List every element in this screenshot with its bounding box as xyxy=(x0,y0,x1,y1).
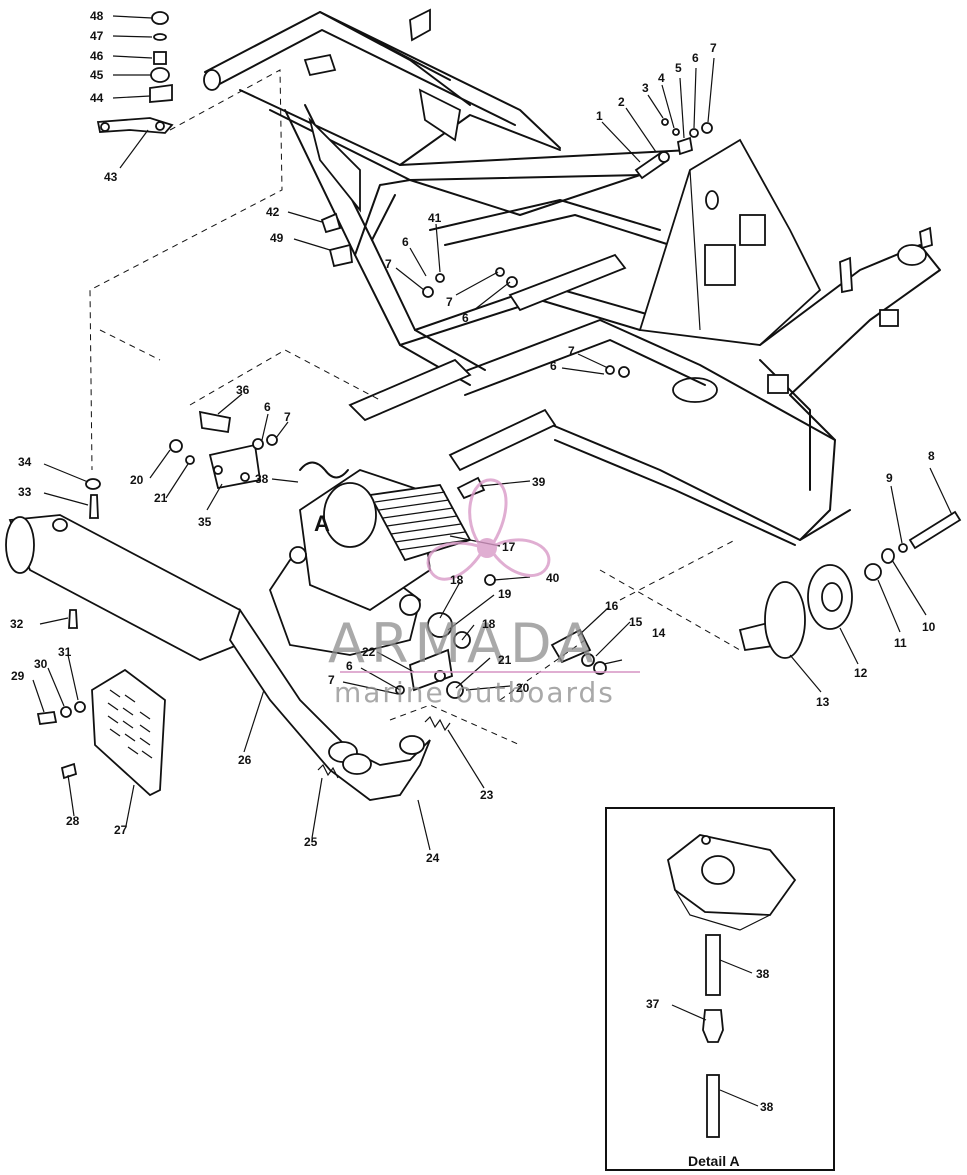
callout-23: 23 xyxy=(480,788,494,802)
detail-a-box xyxy=(605,807,835,1171)
engine-assembly xyxy=(268,469,472,656)
callout-22: 22 xyxy=(362,645,376,659)
callout-5: 5 xyxy=(675,61,682,75)
callout-1: 1 xyxy=(596,109,603,123)
view-letter-a: A xyxy=(314,511,330,536)
callout-29: 29 xyxy=(11,669,25,683)
propeller-logo xyxy=(426,478,551,581)
callout-42: 42 xyxy=(266,205,280,219)
callout-6-f: 6 xyxy=(346,659,353,673)
callout-8: 8 xyxy=(928,449,935,463)
callout-19: 19 xyxy=(498,587,512,601)
callout-40: 40 xyxy=(546,571,560,585)
callout-7-c: 7 xyxy=(568,344,575,358)
detail-a-caption: Detail A xyxy=(688,1153,740,1169)
callout-4: 4 xyxy=(658,71,665,85)
callout-18-a: 18 xyxy=(450,573,464,587)
callout-6-c: 6 xyxy=(550,359,557,373)
callout-7-f: 7 xyxy=(328,673,335,687)
callout-49: 49 xyxy=(270,231,284,245)
callout-18-b: 18 xyxy=(482,617,496,631)
callout-6-e: 6 xyxy=(264,400,271,414)
callout-44: 44 xyxy=(90,91,104,105)
callout-28: 28 xyxy=(66,814,80,828)
callout-32: 32 xyxy=(10,617,24,631)
callout-48: 48 xyxy=(90,9,104,23)
leader-lines xyxy=(32,15,953,1107)
callout-20-a: 20 xyxy=(130,473,144,487)
callout-25: 25 xyxy=(304,835,318,849)
callout-2: 2 xyxy=(618,95,625,109)
callout-38-a: 38 xyxy=(255,472,269,486)
callout-37: 37 xyxy=(646,997,660,1011)
callout-10: 10 xyxy=(922,620,936,634)
callout-41: 41 xyxy=(428,211,442,225)
callout-6-a: 6 xyxy=(402,235,409,249)
callout-3: 3 xyxy=(642,81,649,95)
callout-9: 9 xyxy=(886,471,893,485)
carburetor-bowl xyxy=(666,834,797,931)
callout-31: 31 xyxy=(58,645,72,659)
watermark-tagline: marine outboards xyxy=(334,676,615,709)
callout-20-b: 20 xyxy=(516,681,530,695)
callout-6-b: 6 xyxy=(462,311,469,325)
callout-labels: 48 47 46 45 44 43 42 49 41 6 7 7 6 7 6 1… xyxy=(10,9,936,1169)
watermark: ARMADA marine outboards xyxy=(328,478,640,709)
callout-36: 36 xyxy=(236,383,250,397)
callout-38-b: 38 xyxy=(756,967,770,981)
hardware-parts xyxy=(36,11,713,780)
callout-27: 27 xyxy=(114,823,128,837)
callout-16: 16 xyxy=(605,599,619,613)
callout-33: 33 xyxy=(18,485,32,499)
drive-pulley xyxy=(738,510,962,659)
callout-12: 12 xyxy=(854,666,868,680)
exhaust-system xyxy=(5,514,431,801)
callout-7-e: 7 xyxy=(284,410,291,424)
callout-30: 30 xyxy=(34,657,48,671)
callout-35: 35 xyxy=(198,515,212,529)
callout-38-c: 38 xyxy=(760,1100,774,1114)
callout-13: 13 xyxy=(816,695,830,709)
watermark-brand: ARMADA xyxy=(328,612,600,675)
callout-7-a: 7 xyxy=(385,257,392,271)
callout-6-d: 6 xyxy=(692,51,699,65)
callout-15: 15 xyxy=(629,615,643,629)
callout-47: 47 xyxy=(90,29,104,43)
callout-17: 17 xyxy=(502,540,516,554)
callout-34: 34 xyxy=(18,455,32,469)
callout-46: 46 xyxy=(90,49,104,63)
callout-7-b: 7 xyxy=(446,295,453,309)
callout-39: 39 xyxy=(532,475,546,489)
callout-21-b: 21 xyxy=(498,653,512,667)
callout-24: 24 xyxy=(426,851,440,865)
callout-26: 26 xyxy=(238,753,252,767)
atv-frame xyxy=(203,8,941,546)
callout-7-d: 7 xyxy=(710,41,717,55)
callout-14: 14 xyxy=(652,626,666,640)
callout-43: 43 xyxy=(104,170,118,184)
guide-lines xyxy=(89,69,741,746)
callout-11: 11 xyxy=(894,636,907,650)
callout-21-a: 21 xyxy=(154,491,168,505)
callout-45: 45 xyxy=(90,68,104,82)
